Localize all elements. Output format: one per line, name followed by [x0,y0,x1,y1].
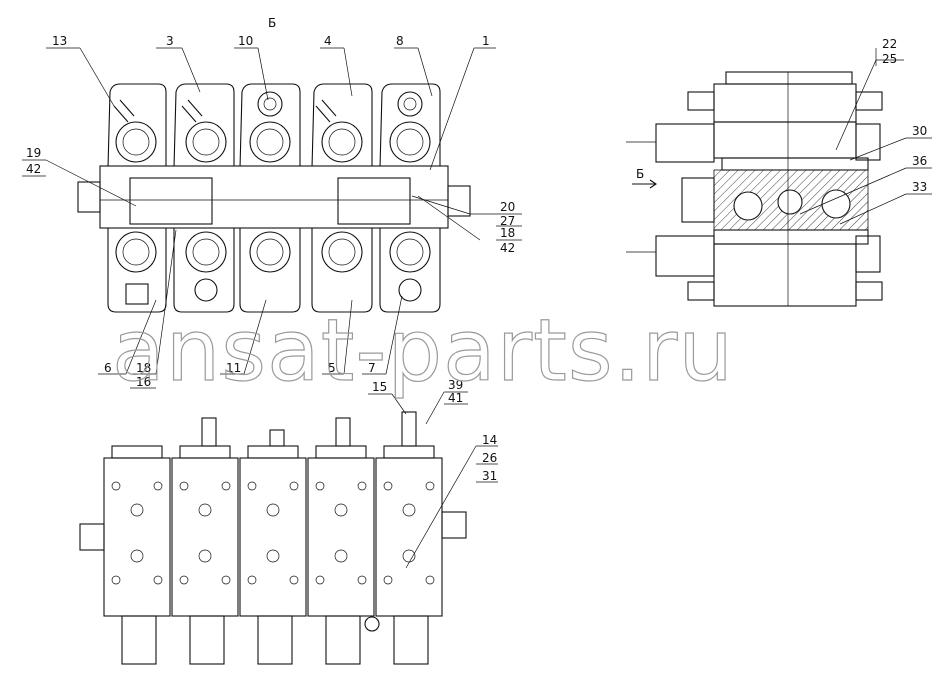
callout-20: 20 [500,200,515,214]
callout-19: 19 [26,146,41,160]
callout-labels: 13 3 10 4 8 1 22 25 30 36 33 19 42 20 27… [26,34,927,483]
plan-view [79,391,498,665]
view-label: Б [268,16,276,30]
callout-5: 5 [328,361,336,375]
callout-lines-top [22,47,522,241]
front-view: Б [22,16,522,389]
callout-33: 33 [912,180,927,194]
callout-3: 3 [166,34,174,48]
callout-10: 10 [238,34,253,48]
callout-4: 4 [324,34,332,48]
callout-31: 31 [482,469,497,483]
callout-7: 7 [368,361,376,375]
callout-42-a: 42 [26,162,41,176]
callout-22: 22 [882,37,897,51]
callout-18-a: 18 [500,226,515,240]
callout-16: 16 [136,375,151,389]
lower-sections [107,227,441,313]
side-view: Б [626,48,932,307]
callout-25: 25 [882,52,897,66]
callout-14: 14 [482,433,497,447]
plan-callout-lines [368,391,498,569]
callout-8: 8 [396,34,404,48]
callout-6: 6 [104,361,112,375]
callout-26: 26 [482,451,497,465]
direction-arrow-icon [632,179,657,189]
callout-42-b: 42 [500,241,515,255]
watermark: ansat-parts.ru [112,301,734,401]
callout-18-b: 18 [136,361,151,375]
manifold-bar [99,165,449,229]
callout-39: 39 [448,378,463,392]
direction-arrow-label: Б [636,167,644,181]
upper-sections [107,83,441,169]
callout-27: 27 [500,214,515,228]
side-callout-lines [799,48,932,225]
callout-30: 30 [912,124,927,138]
callout-11: 11 [226,361,241,375]
callout-13: 13 [52,34,67,48]
callout-lines-bottom [98,229,403,389]
callout-1: 1 [482,34,490,48]
callout-15: 15 [372,380,387,394]
callout-36: 36 [912,154,927,168]
callout-41: 41 [448,391,463,405]
